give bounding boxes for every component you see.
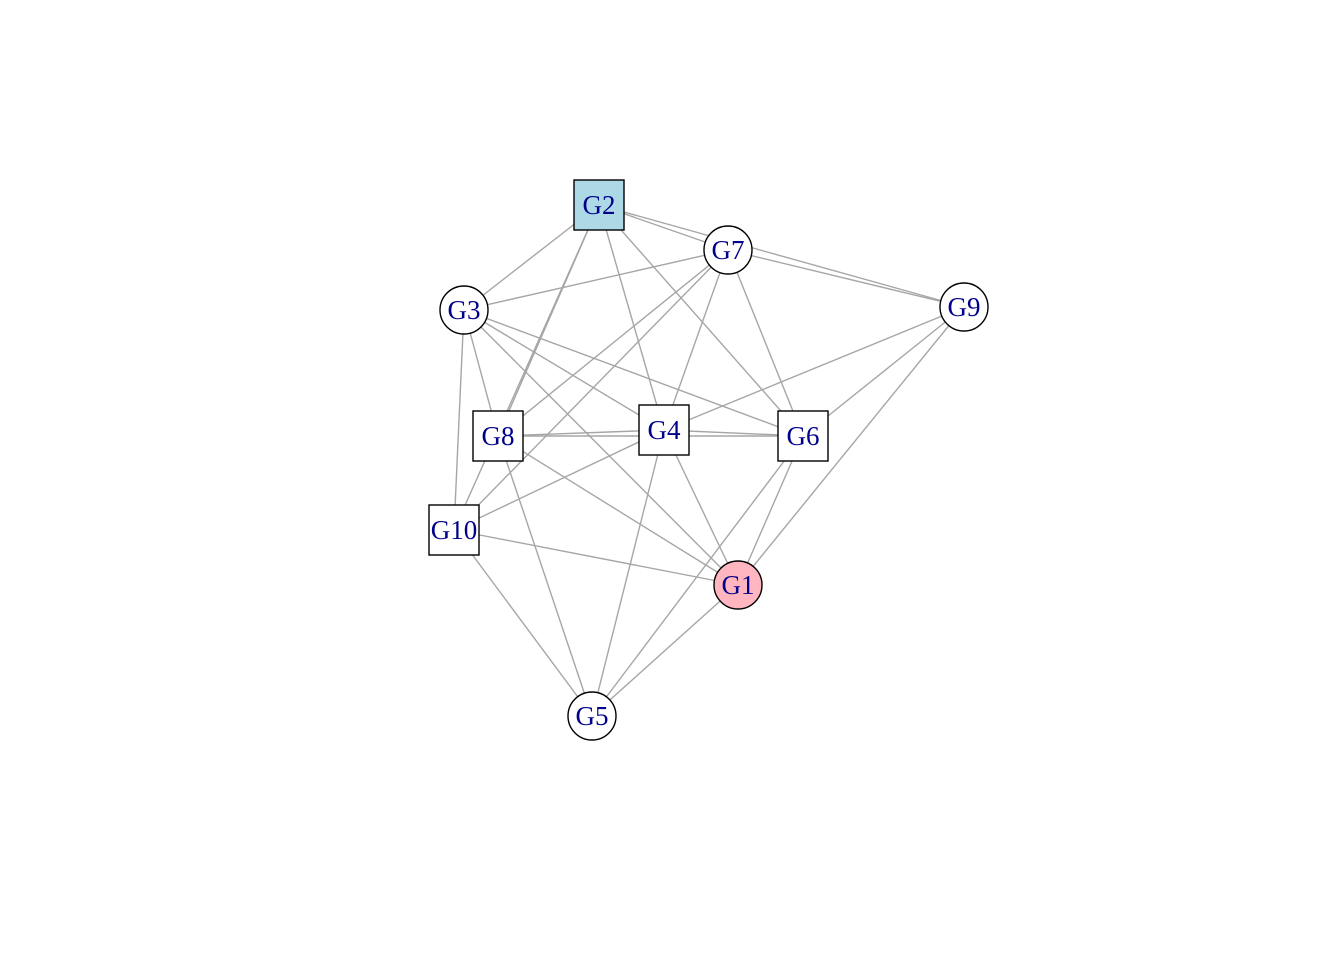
node-label-g9: G9: [948, 292, 981, 322]
node-label-g1: G1: [722, 570, 755, 600]
node-g2: G2: [573, 179, 625, 231]
edge-g4-g1: [663, 429, 739, 586]
node-label-g8: G8: [482, 421, 515, 451]
node-shape-g7: [703, 225, 753, 275]
edge-g6-g5: [591, 435, 804, 717]
node-shape-g9: [939, 282, 989, 332]
edge-g3-g6: [463, 309, 804, 437]
node-g6: G6: [777, 410, 829, 462]
node-shape-g1: [713, 560, 763, 610]
edge-g7-g3: [463, 249, 729, 311]
edge-g9-g1: [737, 306, 965, 586]
node-g7: G7: [703, 225, 753, 275]
node-label-g3: G3: [448, 295, 481, 325]
node-g9: G9: [939, 282, 989, 332]
edge-g10-g5: [453, 529, 593, 717]
edge-g3-g4: [463, 309, 665, 431]
node-label-g2: G2: [583, 190, 616, 220]
edge-g7-g8: [497, 249, 729, 437]
node-shape-g6: [777, 410, 829, 462]
node-shape-g10: [428, 504, 480, 556]
edge-layer: [453, 204, 965, 717]
edge-g7-g6: [727, 249, 804, 437]
node-shape-g3: [439, 285, 489, 335]
node-shape-g4: [638, 404, 690, 456]
edge-g2-g9: [598, 204, 965, 308]
node-g5: G5: [567, 691, 617, 741]
node-shape-g5: [567, 691, 617, 741]
edge-g7-g4: [663, 249, 729, 431]
edge-g4-g10: [453, 429, 665, 531]
node-label-g10: G10: [431, 515, 478, 545]
edge-g8-g4: [497, 429, 665, 437]
edge-g9-g6: [802, 306, 965, 437]
edge-g4-g5: [591, 429, 665, 717]
edge-g2-g6: [598, 204, 804, 437]
edge-g2-g10: [453, 204, 600, 531]
edge-g1-g5: [591, 584, 739, 717]
edge-g7-g9: [727, 249, 965, 308]
node-g3: G3: [439, 285, 489, 335]
node-g4: G4: [638, 404, 690, 456]
node-label-g5: G5: [576, 701, 609, 731]
edge-g7-g10: [453, 249, 729, 531]
node-shape-g8: [472, 410, 524, 462]
edge-g2-g4: [598, 204, 665, 431]
node-g10: G10: [428, 504, 480, 556]
edge-g8-g1: [497, 435, 739, 586]
edge-g8-g5: [497, 435, 593, 717]
node-shape-g2: [573, 179, 625, 231]
node-label-g6: G6: [787, 421, 820, 451]
node-g1: G1: [713, 560, 763, 610]
node-label-g7: G7: [712, 235, 745, 265]
edge-g3-g10: [453, 309, 465, 531]
edge-g3-g1: [463, 309, 739, 586]
node-label-g4: G4: [648, 415, 681, 445]
edge-g9-g4: [663, 306, 965, 431]
edge-g10-g1: [453, 529, 739, 586]
node-g8: G8: [472, 410, 524, 462]
